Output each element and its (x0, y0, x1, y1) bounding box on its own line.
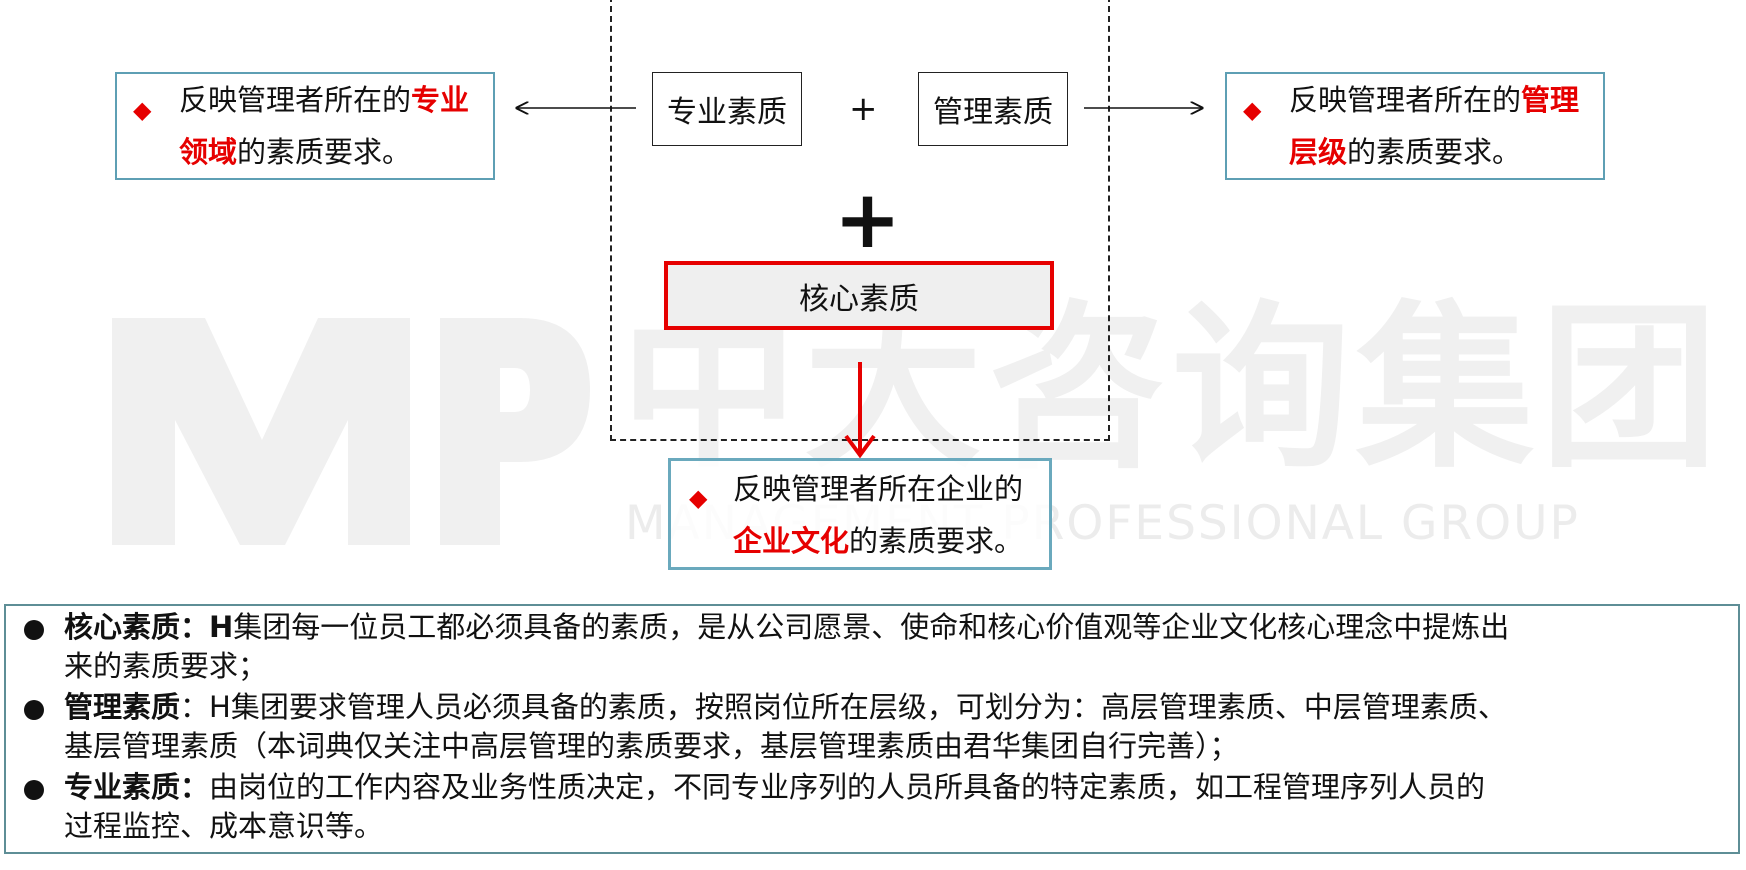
bottom-desc-text-2: 的素质要求。 (849, 524, 1024, 558)
bullet-dot-icon (24, 700, 44, 720)
right-desc-text-2: 的素质要求。 (1347, 135, 1522, 169)
management-quality-box: 管理素质 (918, 72, 1068, 146)
note-lead: H (209, 610, 234, 644)
note-professional: 专业素质：由岗位的工作内容及业务性质决定，不同专业序列的人员所具备的特定素质，如… (64, 768, 1736, 846)
diamond-bullet-icon: ◆ (689, 484, 708, 512)
left-desc-highlight-2: 领域 (179, 135, 238, 169)
left-desc-text-2: 的素质要求。 (237, 135, 412, 169)
plus-sign-small: + (849, 89, 878, 129)
note-body: ：H集团要求管理人员必须具备的素质，按照岗位所在层级，可划分为：高层管理素质、中… (180, 690, 1507, 724)
plus-sign-large: + (834, 173, 902, 266)
diamond-bullet-icon: ◆ (1243, 96, 1262, 124)
note-body: 由岗位的工作内容及业务性质决定，不同专业序列的人员所具备的特定素质，如工程管理序… (209, 770, 1486, 804)
left-desc-text: 反映管理者所在的 (179, 83, 412, 117)
left-desc-highlight: 专业 (411, 83, 470, 117)
core-desc-box: ◆ 反映管理者所在企业的 企业文化的素质要求。 (668, 458, 1052, 570)
professional-quality-box: 专业素质 (652, 72, 802, 146)
management-desc-box: ◆ 反映管理者所在的管理 层级的素质要求。 (1225, 72, 1605, 180)
right-desc-highlight-2: 层级 (1289, 135, 1348, 169)
bullet-dot-icon (24, 780, 44, 800)
arrow-down-head (844, 434, 876, 459)
core-quality-box: 核心素质 (664, 261, 1054, 330)
note-term: 管理素质 (64, 690, 181, 724)
bottom-desc-text: 反映管理者所在企业的 (733, 472, 1024, 506)
right-desc-highlight: 管理 (1521, 83, 1580, 117)
note-body-2: 基层管理素质（本词典仅关注中高层管理的素质要求，基层管理素质由君华集团自行完善）… (64, 729, 1239, 763)
note-body-2: 过程监控、成本意识等。 (64, 809, 384, 843)
note-body-2: 来的素质要求； (64, 649, 268, 683)
right-desc-text: 反映管理者所在的 (1289, 83, 1522, 117)
bottom-desc-highlight: 企业文化 (733, 524, 850, 558)
note-management: 管理素质：H集团要求管理人员必须具备的素质，按照岗位所在层级，可划分为：高层管理… (64, 688, 1736, 766)
diamond-bullet-icon: ◆ (133, 96, 152, 124)
note-term: 核心素质： (64, 610, 210, 644)
note-core: 核心素质：H集团每一位员工都必须具备的素质，是从公司愿景、使命和核心价值观等企业… (64, 608, 1736, 686)
definitions-panel: 核心素质：H集团每一位员工都必须具备的素质，是从公司愿景、使命和核心价值观等企业… (4, 604, 1740, 854)
note-term: 专业素质： (64, 770, 210, 804)
note-body: 集团每一位员工都必须具备的素质，是从公司愿景、使命和核心价值观等企业文化核心理念… (233, 610, 1510, 644)
bullet-dot-icon (24, 620, 44, 640)
professional-desc-box: ◆ 反映管理者所在的专业 领域的素质要求。 (115, 72, 495, 180)
